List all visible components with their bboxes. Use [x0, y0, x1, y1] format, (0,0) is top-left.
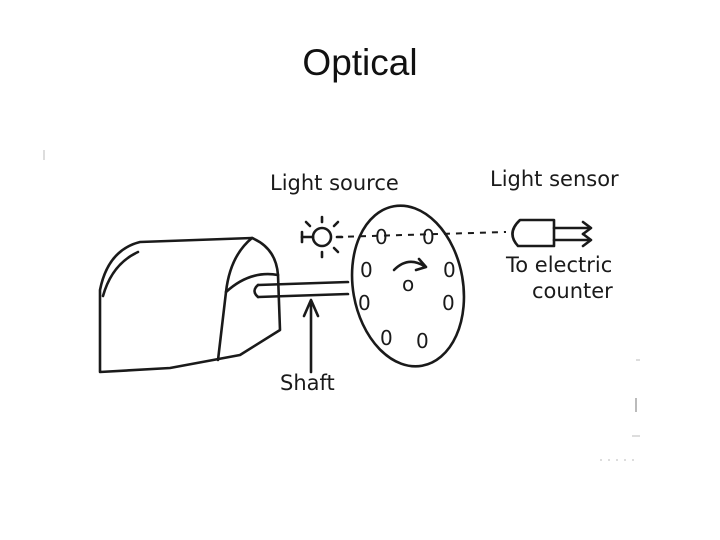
label-light-source: Light source — [270, 171, 399, 195]
shaft — [253, 280, 350, 299]
disc-hole: 0 — [375, 225, 388, 249]
label-light-sensor: Light sensor — [490, 167, 619, 191]
label-shaft: Shaft — [280, 371, 335, 395]
disc-hole: 0 — [443, 258, 456, 282]
slotted-disc: 0 0 0 0 0 0 0 0 o — [350, 204, 466, 368]
slide-title: Optical — [302, 42, 418, 83]
scan-artifacts — [43, 150, 640, 461]
rotation-arrow-icon — [392, 260, 426, 272]
label-to-electric: To electric — [505, 253, 612, 277]
motor-body — [98, 236, 282, 374]
disc-hub: o — [402, 272, 414, 296]
disc-hole: 0 — [442, 291, 455, 315]
light-beam-path — [335, 231, 507, 238]
disc-hole: 0 — [422, 225, 435, 249]
light-bulb-icon — [300, 215, 344, 259]
light-sensor-icon — [511, 218, 593, 248]
shaft-pointer-arrow — [302, 298, 320, 374]
disc-hole: 0 — [416, 329, 429, 353]
label-counter: counter — [532, 279, 613, 303]
disc-hole: 0 — [360, 258, 373, 282]
disc-hole: 0 — [380, 326, 393, 350]
disc-hole: 0 — [358, 291, 371, 315]
